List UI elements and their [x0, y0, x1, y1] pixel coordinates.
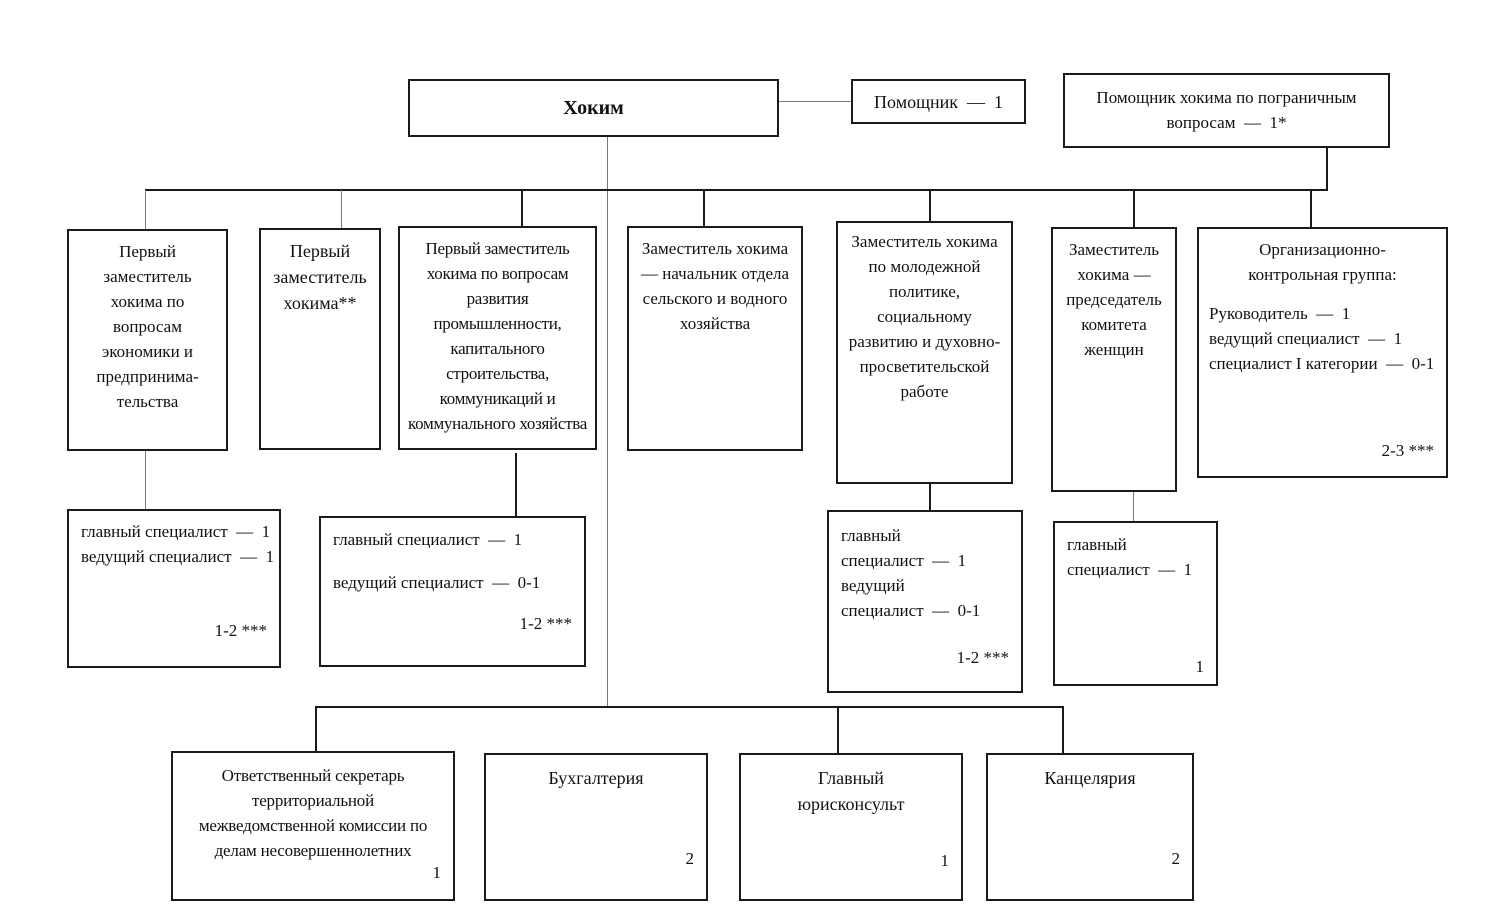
- connector-b3: [837, 706, 839, 754]
- deputy-industry-box: Первый заместитель хокима по вопросам ра…: [398, 226, 597, 450]
- connector-bottom-bus: [315, 706, 1064, 708]
- connector-d2: [341, 190, 342, 229]
- staff-industry-box: главный специалист — 1 ведущий специалис…: [319, 516, 586, 667]
- deputy-agriculture-label: Заместитель хокима — начальник отдела се…: [640, 239, 790, 333]
- legal-counsel-label: Главный юрисконсульт: [797, 768, 905, 814]
- chancellery-count: 2: [1171, 849, 1181, 868]
- connector-s6: [1133, 491, 1134, 522]
- connector-d5: [929, 190, 931, 222]
- control-group-title: Организационно-контрольная группа:: [1248, 240, 1397, 284]
- first-deputy-box: Первый заместитель хокима**: [259, 228, 381, 450]
- staff-count: 1-2 ***: [214, 621, 267, 640]
- assistant-box: Помощник — 1: [851, 79, 1026, 124]
- commission-secretary-label: Ответственный секретарь территориальной …: [198, 766, 428, 860]
- staff-line: главный: [1067, 535, 1127, 554]
- commission-secretary-count: 1: [432, 863, 442, 882]
- connector-s3: [515, 453, 517, 517]
- connector-d1: [145, 190, 146, 230]
- staff-line: специалист — 1: [841, 551, 967, 570]
- hokim-box: Хоким: [408, 79, 779, 137]
- staff-line: специалист — 0-1: [841, 601, 981, 620]
- deputy-youth-label: Заместитель хокима по молодежной политик…: [848, 232, 1001, 401]
- chancellery-box: Канцелярия 2: [986, 753, 1194, 901]
- connector-d7: [1310, 190, 1312, 228]
- border-assistant-box: Помощник хокима по пограничным вопросам …: [1063, 73, 1390, 148]
- connector-b1: [315, 706, 317, 752]
- deputy-women-box: Заместитель хокима — председатель комите…: [1051, 227, 1177, 492]
- staff-line: главный специалист — 1: [333, 530, 523, 549]
- deputy-youth-box: Заместитель хокима по молодежной политик…: [836, 221, 1013, 484]
- staff-line: главный специалист — 1: [81, 522, 271, 541]
- chancellery-label: Канцелярия: [1044, 768, 1136, 788]
- control-group-line: Руководитель — 1: [1209, 304, 1351, 323]
- connector-d6: [1133, 190, 1135, 228]
- accounting-count: 2: [685, 849, 695, 868]
- connector-main-trunk: [607, 137, 608, 707]
- staff-line: специалист — 1: [1067, 560, 1193, 579]
- hokim-label: Хоким: [563, 96, 624, 119]
- deputy-women-label: Заместитель хокима — председатель комите…: [1066, 240, 1162, 359]
- commission-secretary-box: Ответственный секретарь территориальной …: [171, 751, 455, 901]
- connector-hokim-assistant: [778, 101, 852, 102]
- staff-economy-box: главный специалист — 1 ведущий специалис…: [67, 509, 281, 668]
- connector-deputies-bus: [145, 189, 1328, 191]
- staff-count: 1: [1195, 657, 1205, 676]
- staff-line: ведущий специалист — 0-1: [333, 573, 541, 592]
- staff-line: главный: [841, 526, 901, 545]
- staff-line: ведущий: [841, 576, 905, 595]
- staff-youth-box: главный специалист — 1 ведущий специалис…: [827, 510, 1023, 693]
- connector-s5: [929, 483, 931, 511]
- first-deputy-label: Первый заместитель хокима**: [273, 241, 367, 313]
- staff-count: 1-2 ***: [956, 648, 1009, 667]
- connector-d4: [703, 190, 705, 227]
- border-assistant-label: Помощник хокима по пограничным вопросам …: [1096, 88, 1361, 132]
- control-group-box: Организационно-контрольная группа: Руков…: [1197, 227, 1448, 478]
- staff-women-box: главный специалист — 1 1: [1053, 521, 1218, 686]
- legal-counsel-count: 1: [940, 851, 950, 870]
- deputy-economy-box: Первый заместитель хокима по вопросам эк…: [67, 229, 228, 451]
- deputy-industry-label: Первый заместитель хокима по вопросам ра…: [408, 239, 587, 433]
- accounting-box: Бухгалтерия 2: [484, 753, 708, 901]
- connector-b4: [1062, 706, 1064, 754]
- control-group-line: ведущий специалист — 1: [1209, 329, 1403, 348]
- connector-s1: [145, 450, 146, 509]
- connector-border-assistant: [1326, 147, 1328, 191]
- assistant-label: Помощник — 1: [874, 91, 1003, 112]
- staff-line: ведущий специалист — 1: [81, 547, 275, 566]
- deputy-agriculture-box: Заместитель хокима — начальник отдела се…: [627, 226, 803, 451]
- staff-count: 1-2 ***: [519, 614, 572, 633]
- control-group-line: специалист I категории — 0-1: [1209, 354, 1435, 373]
- legal-counsel-box: Главный юрисконсульт 1: [739, 753, 963, 901]
- connector-d3: [521, 190, 523, 227]
- accounting-label: Бухгалтерия: [548, 768, 644, 788]
- deputy-economy-label: Первый заместитель хокима по вопросам эк…: [96, 242, 199, 411]
- control-group-count: 2-3 ***: [1381, 441, 1434, 460]
